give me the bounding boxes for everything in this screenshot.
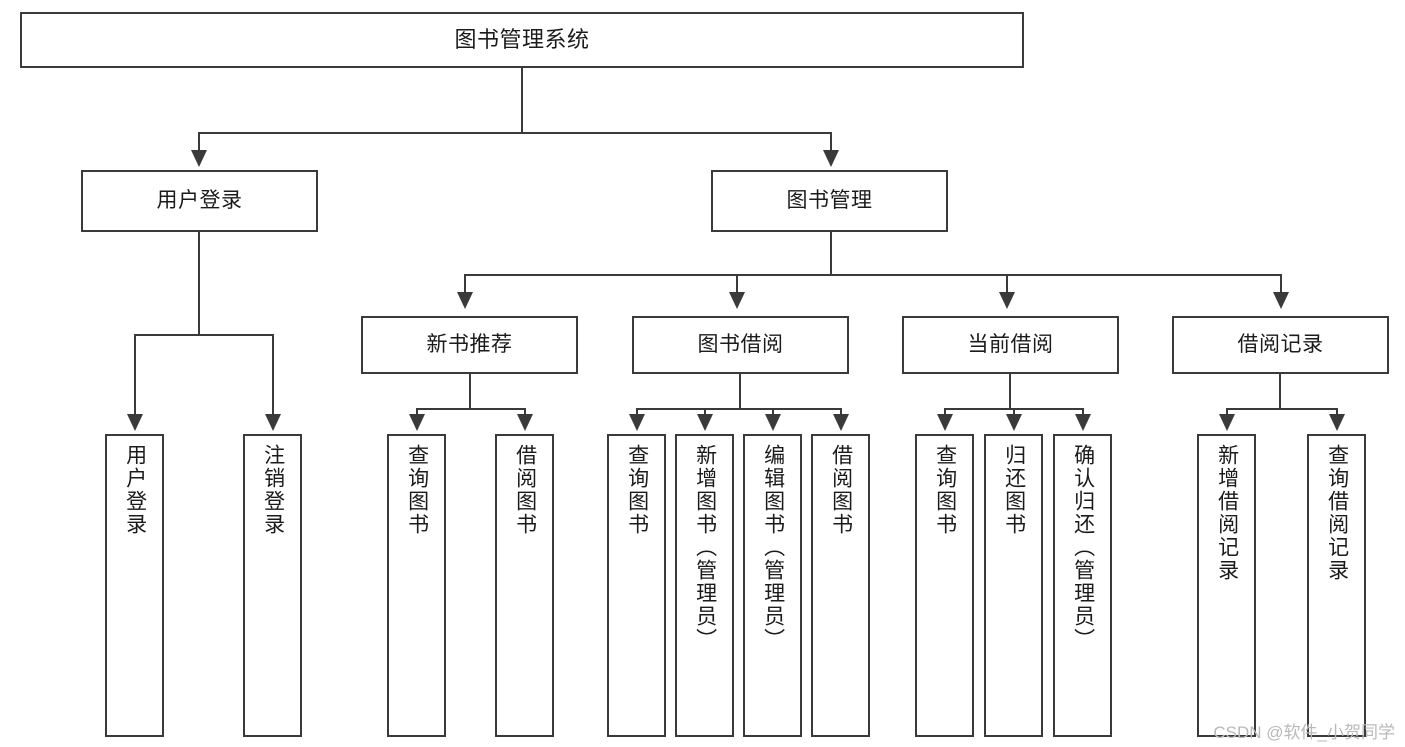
connector-user-login-bar bbox=[134, 334, 272, 336]
node-label: 借阅图书 bbox=[513, 444, 537, 536]
arrowhead-borrow-book-1 bbox=[517, 414, 533, 431]
connector-user-login-right bbox=[272, 334, 274, 416]
arrowhead-user-login bbox=[191, 150, 207, 167]
connector-to-new-book bbox=[464, 274, 466, 294]
node-label: 查询图书 bbox=[405, 444, 429, 536]
connector-root-to-user-login bbox=[198, 132, 200, 152]
connector-book-borrow-l2 bbox=[704, 408, 706, 416]
connector-user-login-stem bbox=[198, 232, 200, 334]
node-root-system[interactable]: 图书管理系统 bbox=[20, 12, 1024, 68]
arrowhead-book-mgmt bbox=[823, 150, 839, 167]
leaf-borrow-book[interactable]: 借阅图书 bbox=[811, 434, 870, 737]
connector-book-borrow-l4 bbox=[840, 408, 842, 416]
connector-current-borrow-l1 bbox=[944, 408, 946, 416]
arrowhead-leaf-logout bbox=[265, 414, 281, 431]
node-borrow-record[interactable]: 借阅记录 bbox=[1172, 316, 1389, 374]
leaf-add-book[interactable]: 新增图书（管理员） bbox=[675, 434, 734, 737]
connector-borrow-record-stem bbox=[1279, 374, 1281, 408]
leaf-add-borrow-record[interactable]: 新增借阅记录 bbox=[1197, 434, 1256, 737]
arrowhead-query-book-2 bbox=[629, 414, 645, 431]
leaf-query-book-current[interactable]: 查询图书 bbox=[915, 434, 974, 737]
connector-to-book-borrow bbox=[736, 274, 738, 294]
connector-borrow-record-l2 bbox=[1336, 408, 1338, 416]
node-label: 查询图书 bbox=[933, 444, 957, 536]
connector-new-book-stem bbox=[469, 374, 471, 408]
leaf-borrow-book-recommend[interactable]: 借阅图书 bbox=[495, 434, 554, 737]
node-label: 新增图书（管理员） bbox=[693, 444, 717, 651]
connector-book-borrow-bar bbox=[636, 408, 840, 410]
arrowhead-confirm-return bbox=[1075, 414, 1091, 431]
arrowhead-leaf-user-login bbox=[127, 414, 143, 431]
node-new-book-recommend[interactable]: 新书推荐 bbox=[361, 316, 578, 374]
arrowhead-new-book-recommend bbox=[457, 292, 473, 309]
node-user-login[interactable]: 用户登录 bbox=[81, 170, 318, 232]
connector-to-current-borrow bbox=[1006, 274, 1008, 294]
node-book-borrow[interactable]: 图书借阅 bbox=[632, 316, 849, 374]
connector-book-borrow-l1 bbox=[636, 408, 638, 416]
connector-to-borrow-record bbox=[1280, 274, 1282, 294]
node-label: 借阅图书 bbox=[829, 444, 853, 536]
node-label: 确认归还（管理员） bbox=[1071, 444, 1095, 651]
connector-current-borrow-l2 bbox=[1013, 408, 1015, 416]
node-label: 新书推荐 bbox=[426, 332, 513, 356]
leaf-query-book-borrow[interactable]: 查询图书 bbox=[607, 434, 666, 737]
node-label: 图书借阅 bbox=[697, 332, 784, 356]
leaf-query-borrow-record[interactable]: 查询借阅记录 bbox=[1307, 434, 1366, 737]
connector-book-borrow-stem bbox=[739, 374, 741, 408]
leaf-edit-book[interactable]: 编辑图书（管理员） bbox=[743, 434, 802, 737]
connector-new-book-l1 bbox=[416, 408, 418, 416]
leaf-user-login[interactable]: 用户登录 bbox=[105, 434, 164, 737]
arrowhead-add-book bbox=[697, 414, 713, 431]
connector-new-book-bar bbox=[416, 408, 524, 410]
leaf-query-book-recommend[interactable]: 查询图书 bbox=[387, 434, 446, 737]
node-book-management[interactable]: 图书管理 bbox=[711, 170, 948, 232]
connector-root-bar bbox=[198, 132, 832, 134]
arrowhead-current-borrow bbox=[999, 292, 1015, 309]
arrowhead-borrow-record bbox=[1273, 292, 1289, 309]
leaf-return-book[interactable]: 归还图书 bbox=[984, 434, 1043, 737]
arrowhead-return-book bbox=[1006, 414, 1022, 431]
node-label: 注销登录 bbox=[261, 444, 285, 536]
connector-book-borrow-l3 bbox=[772, 408, 774, 416]
connector-root-to-book-mgmt bbox=[830, 132, 832, 152]
connector-borrow-record-l1 bbox=[1226, 408, 1228, 416]
leaf-logout[interactable]: 注销登录 bbox=[243, 434, 302, 737]
node-label: 当前借阅 bbox=[967, 332, 1054, 356]
leaf-confirm-return[interactable]: 确认归还（管理员） bbox=[1053, 434, 1112, 737]
connector-book-mgmt-stem bbox=[830, 232, 832, 274]
node-current-borrow[interactable]: 当前借阅 bbox=[902, 316, 1119, 374]
connector-borrow-record-bar bbox=[1226, 408, 1336, 410]
node-label: 图书管理系统 bbox=[454, 27, 590, 53]
arrowhead-book-borrow bbox=[729, 292, 745, 309]
node-label: 用户登录 bbox=[123, 444, 147, 536]
node-label: 图书管理 bbox=[786, 188, 873, 212]
node-label: 归还图书 bbox=[1002, 444, 1026, 536]
connector-new-book-l2 bbox=[524, 408, 526, 416]
arrowhead-query-book-1 bbox=[409, 414, 425, 431]
arrowhead-add-record bbox=[1219, 414, 1235, 431]
connector-current-borrow-stem bbox=[1009, 374, 1011, 408]
node-label: 查询借阅记录 bbox=[1325, 444, 1349, 582]
node-label: 新增借阅记录 bbox=[1215, 444, 1239, 582]
connector-book-mgmt-bar bbox=[464, 274, 1280, 276]
node-label: 借阅记录 bbox=[1237, 332, 1324, 356]
node-label: 用户登录 bbox=[156, 188, 243, 212]
connector-user-login-left bbox=[134, 334, 136, 416]
arrowhead-query-book-3 bbox=[937, 414, 953, 431]
node-label: 查询图书 bbox=[625, 444, 649, 536]
node-label: 编辑图书（管理员） bbox=[761, 444, 785, 651]
arrowhead-borrow-book-2 bbox=[833, 414, 849, 431]
arrowhead-edit-book bbox=[765, 414, 781, 431]
connector-root-stem bbox=[521, 68, 523, 132]
csdn-watermark: CSDN @软件_小贺同学 bbox=[1213, 723, 1395, 742]
arrowhead-query-record bbox=[1329, 414, 1345, 431]
connector-current-borrow-l3 bbox=[1082, 408, 1084, 416]
